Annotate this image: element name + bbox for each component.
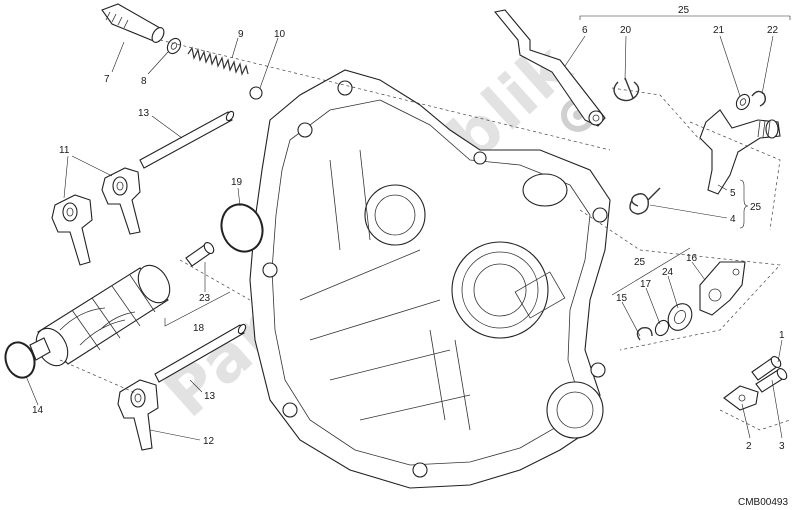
- callout-20: 20: [620, 25, 632, 36]
- callout-7: 7: [104, 74, 110, 85]
- callout-5: 5: [730, 188, 736, 199]
- leader-lines: [25, 15, 791, 441]
- part-22-circlip: [751, 90, 767, 107]
- part-19-o-ring: [220, 203, 264, 253]
- callout-3: 3: [779, 441, 785, 452]
- part-21-washer: [735, 93, 751, 111]
- part-10-ball: [249, 86, 263, 100]
- callout-22: 22: [767, 25, 779, 36]
- callout-4: 4: [730, 214, 736, 225]
- part-11-shift-fork-right: [101, 167, 141, 235]
- callout-2: 2: [746, 441, 752, 452]
- part-1-bolt: [755, 368, 788, 393]
- callout-12: 12: [203, 436, 215, 447]
- callout-25-mid: 25: [634, 257, 646, 268]
- assembly-reference-lines: [59, 39, 791, 431]
- callout-16: 16: [686, 253, 698, 264]
- part-17-washer: [654, 319, 670, 337]
- callout-10: 10: [274, 29, 286, 40]
- part-24-pin: [185, 242, 215, 267]
- callout-14: 14: [32, 405, 44, 416]
- callout-17: 17: [640, 279, 652, 290]
- part-13-fork-shaft-upper: [139, 110, 235, 169]
- callout-15: 15: [616, 293, 628, 304]
- callout-11: 11: [59, 145, 70, 156]
- callout-19: 19: [231, 177, 243, 188]
- part-5-gearshift-shaft: [699, 109, 781, 195]
- part-12-shift-fork: [117, 379, 159, 451]
- part-9-spring: [187, 46, 249, 76]
- part-20-spring-clip: [613, 77, 640, 102]
- callout-23: 24: [662, 267, 674, 278]
- callout-24: 23: [199, 293, 211, 304]
- callout-13-upper: 13: [138, 108, 150, 119]
- callout-25-side: 25: [750, 202, 762, 213]
- part-2-bracket: [723, 385, 759, 411]
- callout-labels: 7 8 9 10 13 11 19 23 18 13 14 12 25 6 20…: [32, 5, 785, 452]
- part-13-fork-shaft-lower: [154, 323, 247, 383]
- callout-25-top: 25: [678, 5, 690, 16]
- part-16-plate: [699, 261, 746, 316]
- part-11-shift-fork-left: [51, 194, 93, 266]
- callout-6: 6: [582, 25, 588, 36]
- part-23-seal: [667, 303, 693, 331]
- part-8-washer: [166, 37, 182, 55]
- part-4-return-spring: [629, 187, 661, 215]
- callout-18: 18: [193, 323, 205, 334]
- callout-13-lower: 13: [204, 391, 216, 402]
- part-15-circlip: [636, 326, 653, 341]
- callout-21: 21: [713, 25, 725, 36]
- part-18-selector-drum: [29, 264, 171, 367]
- callout-8: 8: [141, 76, 147, 87]
- part-7-detent-bolt: [101, 3, 165, 43]
- drawing-code: CMB00493: [738, 497, 788, 508]
- callout-1: 1: [779, 330, 785, 341]
- crankcase-half: [249, 69, 611, 489]
- part-6-selector-lever: [493, 9, 606, 127]
- callout-9: 9: [238, 29, 244, 40]
